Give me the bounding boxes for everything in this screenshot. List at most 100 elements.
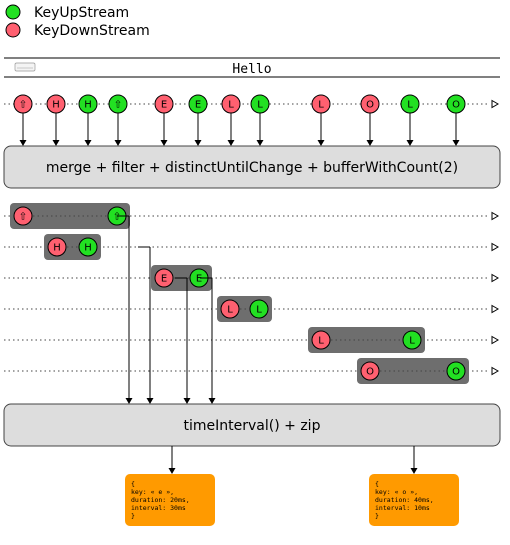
marble-label: L [318, 100, 324, 111]
marble-label: E [161, 274, 167, 285]
buffer-marble: H [47, 237, 67, 257]
input-marble: L [221, 94, 241, 114]
input-arrow-head [452, 140, 460, 146]
output-note-line: key: « e », [131, 488, 174, 496]
operator-merge-box [3, 145, 501, 189]
buffer-marble: L [402, 330, 422, 350]
buffer-arrow-head [125, 398, 133, 404]
legend-up-label: KeyUpStream [34, 5, 129, 21]
buffer-timeline-end [491, 304, 499, 314]
marble-circle [47, 237, 67, 257]
marble-label: E [161, 100, 167, 111]
buffer-timeline-end [491, 366, 499, 376]
input-marble: L [250, 94, 270, 114]
output-note-line: } [375, 512, 379, 520]
marble-label: E [195, 100, 201, 111]
marble-label: O [366, 367, 374, 378]
marble-circle [446, 361, 466, 381]
marble-label: L [228, 100, 234, 111]
buffer-marble: H [78, 237, 98, 257]
marble-label: H [84, 100, 92, 111]
marble-circle [220, 299, 240, 319]
buffer-marble: O [446, 361, 466, 381]
buffer-group [308, 327, 425, 353]
buffer-arrow-head [208, 398, 216, 404]
marble-label: O [366, 100, 374, 111]
output-arrow-head [168, 468, 176, 474]
marble-label: ⇧ [114, 100, 122, 111]
marble-circle [249, 299, 269, 319]
input-arrow-head [317, 140, 325, 146]
input-title: Hello [232, 62, 271, 77]
marble-label: ⇧ [113, 212, 121, 223]
marble-circle [311, 330, 331, 350]
output-arrow-head [410, 468, 418, 474]
marble-label: O [452, 100, 460, 111]
buffer-timeline-end [491, 335, 499, 345]
input-marble: E [154, 94, 174, 114]
input-arrow-head [366, 140, 374, 146]
buffer-marble: E [154, 268, 174, 288]
keyboard-icon [14, 62, 36, 72]
input-marble: O [360, 94, 380, 114]
marble-label: H [53, 243, 61, 254]
marble-label: L [407, 100, 413, 111]
buffer-marble: ⇧ [13, 206, 33, 226]
input-arrow-head [227, 140, 235, 146]
input-marble: ⇧ [13, 94, 33, 114]
input-arrow-head [160, 140, 168, 146]
input-arrow-head [114, 140, 122, 146]
marble-label: ⇧ [19, 212, 27, 223]
buffer-marble: L [311, 330, 331, 350]
buffer-marble: E [189, 268, 209, 288]
operator-zip-label: timeInterval() + zip [184, 418, 321, 434]
input-arrow-head [256, 140, 264, 146]
buffer-marble: O [360, 361, 380, 381]
input-marble: H [46, 94, 66, 114]
marble-circle [13, 206, 33, 226]
output-note-line: duration: 40ms, [375, 496, 434, 504]
marble-circle [154, 268, 174, 288]
marble-label: L [318, 336, 324, 347]
marble-label: L [227, 305, 233, 316]
marble-label: H [84, 243, 92, 254]
output-note-line: { [131, 480, 135, 488]
buffer-marble: L [249, 299, 269, 319]
buffer-arrow-head [146, 398, 154, 404]
buffer-marble: L [220, 299, 240, 319]
marble-circle [78, 237, 98, 257]
marble-label: H [52, 100, 60, 111]
buffer-arrow-head [183, 398, 191, 404]
buffer-timeline-end [491, 273, 499, 283]
marble-circle [360, 361, 380, 381]
legend-down-icon [5, 22, 21, 38]
output-note-line: { [375, 480, 379, 488]
input-arrow-head [194, 140, 202, 146]
input-arrow-head [84, 140, 92, 146]
marble-label: E [196, 274, 202, 285]
output-note-line: interval: 10ms [375, 504, 430, 512]
input-marble: ⇧ [108, 94, 128, 114]
output-note-line: interval: 30ms [131, 504, 186, 512]
input-timeline-end [491, 99, 499, 109]
output-note [369, 474, 459, 526]
input-marble: L [311, 94, 331, 114]
input-arrow-head [19, 140, 27, 146]
legend-up-icon [5, 4, 21, 20]
buffer-timeline-end [491, 211, 499, 221]
output-note-line: key: « o », [375, 488, 418, 496]
input-marble: E [188, 94, 208, 114]
output-note-line: duration: 20ms, [131, 496, 190, 504]
operator-merge-label: merge + filter + distinctUntilChange + b… [46, 160, 458, 176]
legend-down-label: KeyDownStream [34, 23, 150, 39]
operator-zip-box [3, 403, 501, 447]
marble-circle [402, 330, 422, 350]
marble-label: L [409, 336, 415, 347]
marble-label: L [257, 100, 263, 111]
output-note [125, 474, 215, 526]
output-note-line: } [131, 512, 135, 520]
input-arrow-head [52, 140, 60, 146]
marble-label: O [452, 367, 460, 378]
input-marble: O [446, 94, 466, 114]
